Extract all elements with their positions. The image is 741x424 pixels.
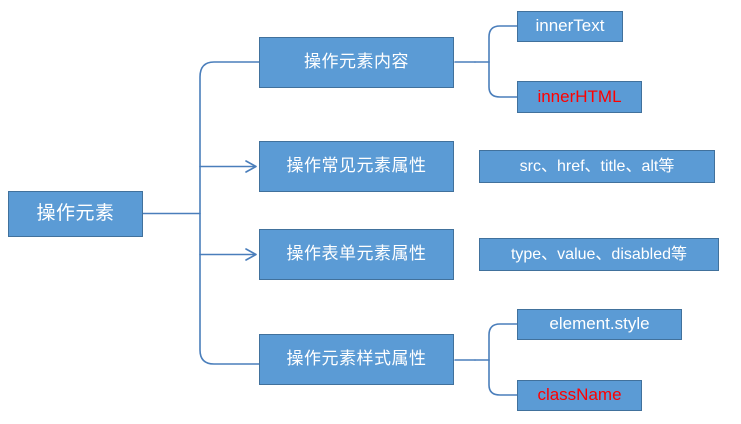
connector-branch-2-arrowhead	[245, 160, 257, 173]
node-branch-form-attrs-label: 操作表单元素属性	[286, 244, 427, 264]
node-leaf-common-attrs-label: src、href、title、alt等	[519, 157, 675, 175]
node-branch-style-attrs[interactable]: 操作元素样式属性	[259, 334, 454, 385]
node-branch-common-attrs[interactable]: 操作常见元素属性	[259, 141, 454, 192]
node-leaf-classname[interactable]: className	[517, 380, 642, 411]
connector-brace-1-lower	[488, 61, 518, 98]
node-branch-style-attrs-label: 操作元素样式属性	[286, 349, 427, 369]
node-leaf-form-attrs[interactable]: type、value、disabled等	[479, 238, 719, 271]
node-leaf-classname-label: className	[537, 385, 622, 405]
node-branch-common-attrs-label: 操作常见元素属性	[286, 156, 427, 176]
node-root-label: 操作元素	[36, 202, 115, 224]
node-leaf-common-attrs[interactable]: src、href、title、alt等	[479, 150, 715, 183]
connector-branch-3-arrowhead	[245, 248, 257, 261]
node-leaf-form-attrs-label: type、value、disabled等	[510, 245, 688, 263]
connector-brace-2-upper	[488, 323, 518, 361]
node-branch-content[interactable]: 操作元素内容	[259, 37, 454, 88]
connector-brace-1-upper	[488, 25, 518, 63]
node-root[interactable]: 操作元素	[8, 191, 143, 237]
node-leaf-innerhtml[interactable]: innerHTML	[517, 81, 642, 113]
node-branch-content-label: 操作元素内容	[304, 52, 409, 72]
node-leaf-innerhtml-label: innerHTML	[537, 86, 622, 106]
node-leaf-element-style-label: element.style	[549, 314, 650, 334]
node-leaf-element-style[interactable]: element.style	[517, 309, 682, 340]
connector-brace-2-lower	[488, 359, 518, 396]
connector-main-spine	[199, 61, 260, 365]
node-leaf-innertext-label: innerText	[535, 16, 605, 36]
node-branch-form-attrs[interactable]: 操作表单元素属性	[259, 229, 454, 280]
node-leaf-innertext[interactable]: innerText	[517, 11, 623, 42]
